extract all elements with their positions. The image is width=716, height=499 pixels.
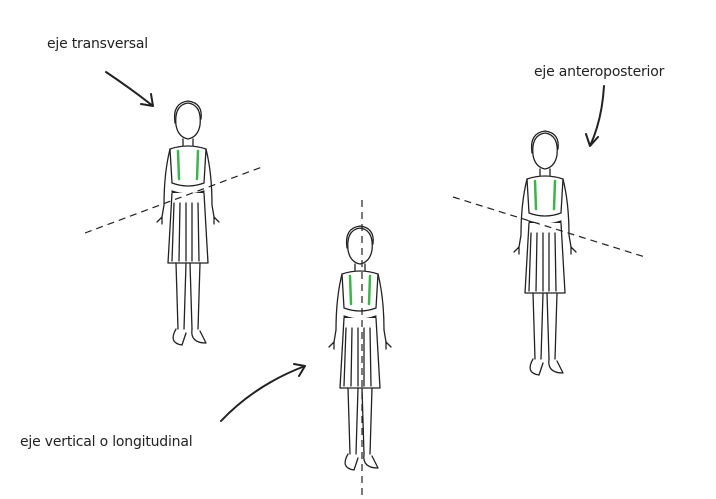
transverse-axis-line [84, 166, 263, 234]
figure-anteroposterior [513, 130, 577, 376]
transversal-arrow-icon [105, 71, 154, 107]
anteroposterior-arrow-icon [585, 85, 605, 147]
anteroposterior-axis-line [452, 196, 646, 258]
label-anteroposterior: eje anteroposterior [534, 64, 665, 80]
label-transversal: eje transversal [47, 36, 148, 52]
figure-vertical [328, 225, 392, 471]
vertical-arrow-icon [220, 363, 306, 422]
label-vertical: eje vertical o longitudinal [20, 434, 193, 450]
figure-transversal [156, 100, 220, 346]
